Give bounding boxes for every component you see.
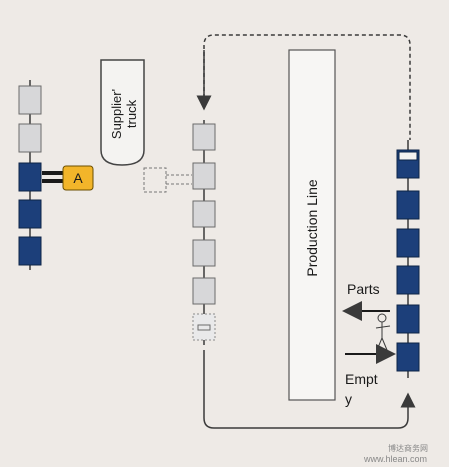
operator-figure-icon xyxy=(375,313,391,351)
watermark-line2: www.hlean.com xyxy=(363,454,427,464)
bin-incoming xyxy=(192,313,216,341)
card-connector xyxy=(42,171,64,175)
truck-label-line2: truck xyxy=(124,99,139,128)
production-line-label: Production Line xyxy=(304,179,320,277)
bin-empty xyxy=(192,200,216,228)
bin-empty xyxy=(18,85,42,115)
bin-empty xyxy=(192,123,216,151)
truck-body xyxy=(100,59,145,166)
card-connector xyxy=(42,179,64,183)
bin-full xyxy=(396,304,420,334)
bin-card-slot xyxy=(398,151,418,161)
return-loop-top xyxy=(203,34,411,140)
bin-full xyxy=(18,162,42,192)
bin-full xyxy=(396,265,420,295)
bin-empty xyxy=(192,277,216,305)
kanban-card-a xyxy=(62,165,94,191)
kanban-card-label: A xyxy=(73,170,83,186)
supplier-truck: Supplier' truck xyxy=(100,59,145,166)
parts-label: Parts xyxy=(347,281,380,297)
bin-full xyxy=(18,199,42,229)
empty-label-line2: y xyxy=(345,391,352,407)
left-bin-stack: A xyxy=(18,80,94,270)
bin-handle xyxy=(197,324,211,331)
bin-empty xyxy=(192,239,216,267)
bin-full xyxy=(18,236,42,266)
return-loop-bottom xyxy=(203,350,416,429)
truck-label-line1: Supplier' xyxy=(109,89,124,139)
dashed-bin xyxy=(143,167,167,193)
production-line: Production Line xyxy=(288,49,336,401)
bin-empty xyxy=(192,162,216,190)
bin-full xyxy=(396,190,420,220)
right-bin-stack xyxy=(396,140,420,378)
bin-empty xyxy=(18,123,42,153)
bin-full xyxy=(396,342,420,372)
bin-full xyxy=(396,228,420,258)
delivery-bin-dashed xyxy=(143,167,192,193)
production-line-box xyxy=(288,49,336,401)
watermark-line1: 博达商务网 xyxy=(388,443,428,453)
middle-bin-stack xyxy=(192,120,216,345)
empty-label-line1: Empt xyxy=(345,371,378,387)
